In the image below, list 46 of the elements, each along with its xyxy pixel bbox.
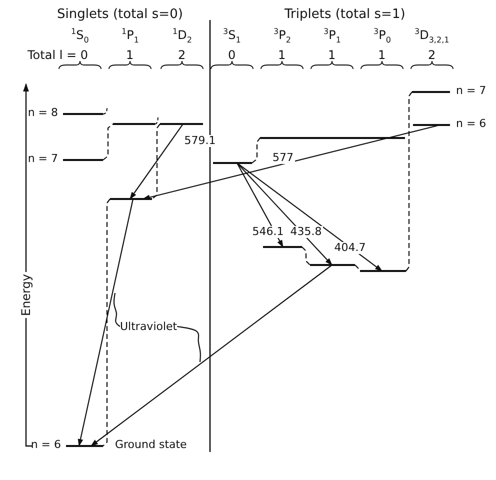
level-label: n = 8 <box>28 106 58 119</box>
term-symbol: $^{3}$P$_{2}$ <box>274 26 291 46</box>
edge-label: 546.1 <box>251 226 285 238</box>
angular-momentum-value: 1 <box>378 48 386 62</box>
angular-momentum-value: 2 <box>428 48 436 62</box>
transition-arrow <box>78 198 134 447</box>
dashed-connector <box>102 198 110 446</box>
dashed-connector <box>252 138 260 164</box>
term-symbol: $^{1}$D$_{2}$ <box>172 26 192 46</box>
angular-momentum-value: 2 <box>178 48 186 62</box>
dashed-connector <box>102 124 114 160</box>
level-label: n = 7 <box>28 152 58 165</box>
term-symbol: $^{1}$P$_{1}$ <box>122 26 139 46</box>
transition-arrow <box>236 162 333 266</box>
term-symbol: $^{3}$P$_{0}$ <box>374 26 391 46</box>
transition-arrow <box>236 162 383 272</box>
callout-text: Ultraviolet <box>120 320 178 333</box>
transition-arrow <box>236 162 284 248</box>
dashed-connector <box>152 124 160 200</box>
angular-momentum-value: 1 <box>126 48 134 62</box>
angular-momentum-value: 1 <box>328 48 336 62</box>
term-symbol: $^{3}$P$_{1}$ <box>324 26 341 46</box>
term-symbol: $^{1}$S$_{0}$ <box>71 26 89 46</box>
edge-label: 579.1 <box>183 135 217 147</box>
term-symbol: $^{3}$D$_{3,2,1}$ <box>414 26 450 46</box>
group-heading: Singlets (total s=0) <box>57 8 183 22</box>
edge-label: 577 <box>272 152 294 164</box>
angular-momentum-value: Total l = 0 <box>28 48 88 62</box>
level-label: n = 7 <box>456 84 486 97</box>
leader-line <box>113 292 120 327</box>
angular-momentum-value: 0 <box>228 48 236 62</box>
term-symbol: $^{3}$S$_{1}$ <box>223 26 241 46</box>
edge-label: 435.8 <box>289 226 323 238</box>
transition-arrow <box>130 124 184 200</box>
angular-momentum-value: 1 <box>278 48 286 62</box>
dashed-connector <box>354 264 360 272</box>
level-label: n = 6 <box>30 438 61 451</box>
level-label: Ground state <box>115 438 187 451</box>
axis-label: Energy <box>19 274 33 316</box>
transition-arrow <box>90 264 332 446</box>
group-heading: Triplets (total s=1) <box>284 8 406 22</box>
level-label: n = 6 <box>456 117 486 130</box>
dashed-connector <box>302 246 310 266</box>
leader-line <box>177 326 201 362</box>
dashed-connector <box>406 92 412 272</box>
edge-label: 404.7 <box>333 242 367 254</box>
